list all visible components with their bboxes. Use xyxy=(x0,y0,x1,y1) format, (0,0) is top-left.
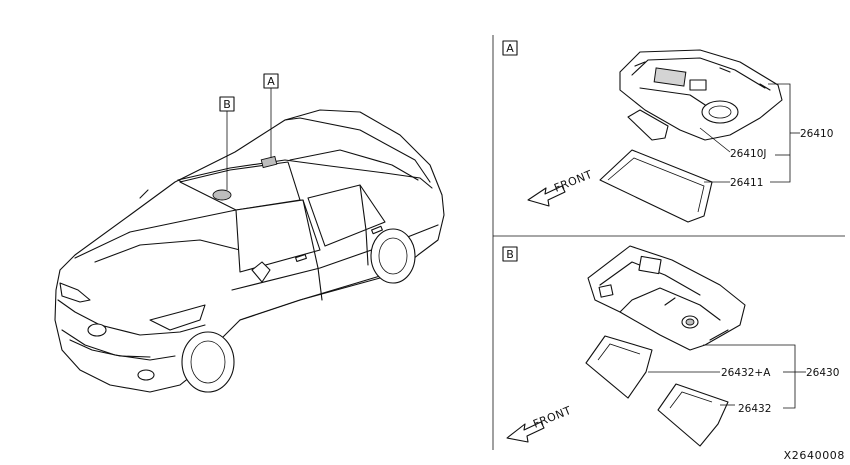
part-number-26432-a: 26432+A xyxy=(721,367,771,379)
part-number-26432: 26432 xyxy=(738,403,771,415)
room-lamp-housing xyxy=(587,245,746,351)
callout-b: B xyxy=(219,96,235,190)
callout-a: A xyxy=(263,73,279,158)
reference-code: X2640008 xyxy=(784,449,845,462)
callout-a-label: A xyxy=(267,75,275,88)
panel-b-label: B xyxy=(506,248,514,261)
front-arrow-a: FRONT xyxy=(527,168,594,207)
room-lamp-lens-a xyxy=(585,335,653,399)
map-lamp-housing xyxy=(619,49,783,141)
panel-b: B 26432+A 26432 26430 FRONT xyxy=(502,245,839,447)
part-number-26410j: 26410J xyxy=(730,148,767,160)
panel-a: A 26410J 26411 26410 FRONT xyxy=(502,40,833,223)
part-number-26411: 26411 xyxy=(730,177,763,189)
lamp-lens xyxy=(599,149,713,223)
front-arrow-b: FRONT xyxy=(506,404,573,443)
car-illustration xyxy=(54,109,445,393)
part-number-26410: 26410 xyxy=(800,128,833,140)
front-label-b: FRONT xyxy=(531,404,573,431)
room-lamp-lens xyxy=(657,383,729,447)
callout-b-label: B xyxy=(223,98,231,111)
panel-a-label: A xyxy=(506,42,514,55)
front-label-a: FRONT xyxy=(552,168,594,195)
part-number-26430: 26430 xyxy=(806,367,839,379)
lens-sub-part xyxy=(627,109,669,141)
